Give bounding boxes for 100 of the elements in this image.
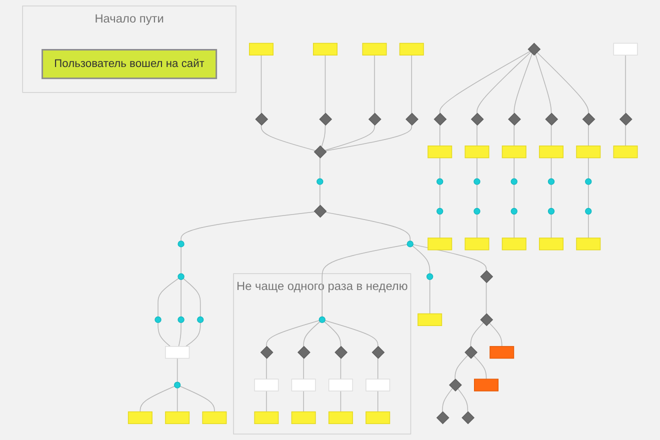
node-box	[366, 411, 390, 424]
node-circle	[548, 178, 555, 185]
node-diamond	[314, 204, 327, 218]
node-diamond	[582, 112, 596, 126]
node-box	[428, 146, 452, 158]
connector	[180, 386, 215, 412]
connector	[439, 214, 440, 238]
connector	[180, 279, 182, 318]
node-diamond	[255, 112, 268, 126]
connector	[550, 157, 552, 179]
connector	[439, 184, 440, 209]
node-circle	[548, 208, 555, 215]
connector	[588, 157, 589, 179]
connector	[411, 54, 412, 114]
node-box	[399, 42, 424, 56]
connector	[303, 321, 320, 347]
connector	[429, 279, 430, 314]
node-circle	[406, 240, 414, 248]
connector	[303, 390, 304, 412]
node-diamond	[448, 378, 462, 392]
node-circle	[585, 208, 592, 215]
node-diamond	[619, 112, 632, 126]
connector	[625, 54, 626, 114]
node-circle	[474, 178, 480, 185]
connector	[470, 322, 484, 347]
connector	[550, 124, 552, 146]
connector	[534, 53, 552, 114]
connector	[588, 184, 589, 209]
node-box	[312, 42, 338, 56]
node-diamond	[480, 313, 494, 326]
connector	[588, 124, 589, 146]
node-box	[291, 378, 316, 392]
node-box	[613, 146, 638, 158]
node-diamond	[464, 346, 478, 359]
node-box	[254, 378, 279, 392]
connector	[476, 157, 478, 179]
connector	[322, 244, 408, 318]
node-diamond	[334, 346, 348, 359]
node-circle	[178, 240, 184, 248]
connector	[588, 214, 589, 238]
node-box	[362, 42, 387, 56]
connector	[439, 157, 440, 179]
node-box	[328, 378, 353, 392]
connector	[140, 386, 175, 412]
connector	[324, 54, 326, 114]
connector	[324, 212, 411, 242]
node-diamond	[528, 42, 541, 56]
node-diamond	[462, 411, 475, 424]
node-box	[502, 146, 526, 158]
node-circle	[316, 178, 324, 185]
node-diamond	[434, 112, 447, 126]
node-diamond	[508, 112, 521, 126]
connector	[457, 388, 468, 412]
connector	[260, 54, 262, 114]
connector	[176, 358, 178, 382]
connector	[377, 358, 378, 380]
node-circle	[585, 178, 592, 185]
node-diamond	[260, 346, 274, 359]
node-diamond	[314, 145, 327, 158]
connector	[486, 282, 487, 314]
node-box	[328, 411, 353, 424]
node-diamond	[470, 112, 484, 126]
connector	[412, 244, 487, 272]
connector	[324, 124, 375, 151]
connector	[536, 52, 589, 114]
cluster: Не чаще одного раза в неделю	[233, 273, 412, 434]
connector	[473, 355, 487, 380]
node-diamond	[297, 346, 310, 359]
connector	[303, 358, 304, 380]
connector	[442, 388, 453, 412]
node-circle	[318, 316, 326, 324]
node-diamond	[368, 112, 382, 126]
connector	[340, 390, 342, 412]
connector	[488, 322, 502, 347]
connector	[176, 388, 178, 412]
connector	[158, 322, 171, 347]
node-box	[474, 378, 499, 392]
connector	[454, 355, 468, 380]
node-box	[576, 146, 601, 158]
connector	[476, 124, 478, 146]
connector	[625, 124, 626, 146]
connector	[476, 52, 532, 114]
node-diamond	[406, 112, 418, 126]
node-diamond	[545, 112, 558, 126]
node-diamond	[480, 270, 494, 284]
node-diamond	[372, 346, 385, 359]
node-circle	[154, 316, 162, 324]
node-circle	[178, 316, 184, 324]
node-box	[428, 238, 452, 250]
node-box	[291, 411, 316, 424]
node-box	[418, 313, 442, 326]
connector	[178, 322, 182, 347]
node-box	[502, 238, 526, 250]
node-box	[165, 411, 190, 424]
node-circle	[436, 208, 444, 215]
node-box	[576, 238, 601, 250]
connector	[185, 322, 201, 347]
connector	[476, 214, 478, 238]
node-diamond	[436, 411, 450, 424]
node-diamond	[319, 112, 332, 126]
